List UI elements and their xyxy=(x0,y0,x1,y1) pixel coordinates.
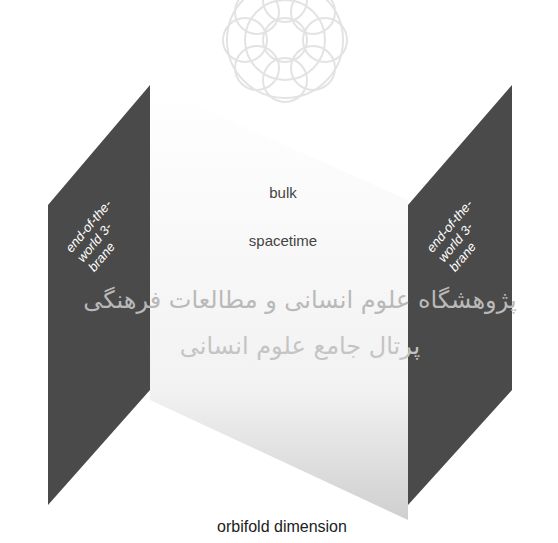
watermark-text: پژوهشگاه علوم انسانی و مطالعات فرهنگی xyxy=(83,286,516,314)
region-label: spacetime xyxy=(249,232,317,249)
watermark-text: پرتال جامع علوم انسانی xyxy=(180,332,420,360)
region-label: bulk xyxy=(269,184,297,201)
rosette-watermark xyxy=(223,0,347,102)
axis-label: orbifold dimension xyxy=(217,518,347,536)
